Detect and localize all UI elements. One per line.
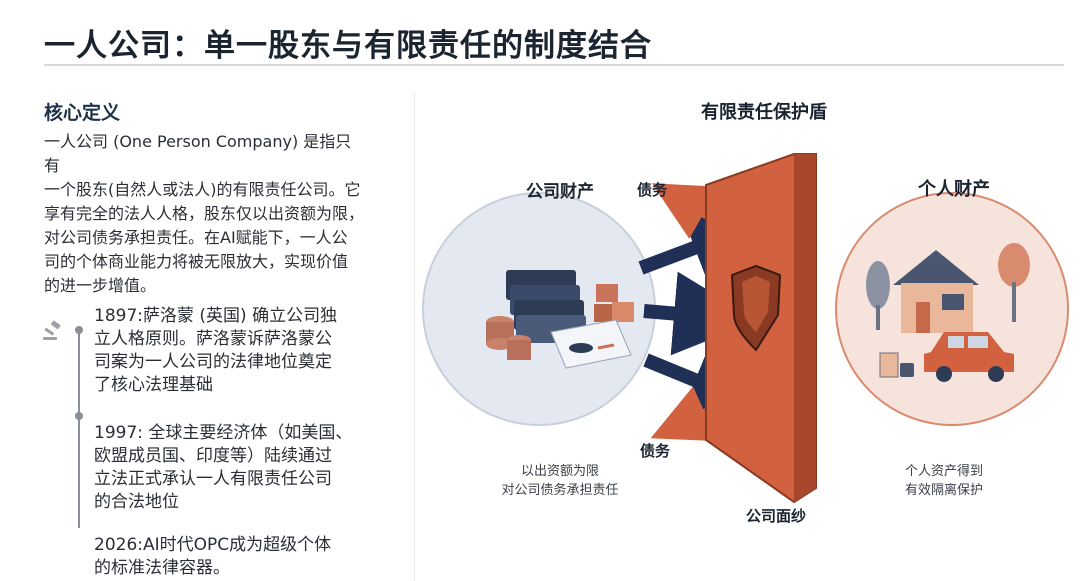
caption-right: 个人资产得到 有效隔离保护 [892,462,996,500]
title-rule [44,64,1064,66]
shield-title: 有限责任保护盾 [701,98,827,124]
definition-line: 享有完全的法人人格，股东仅以出资额为限， [44,202,389,226]
timeline-line-text: 的合法地位 [94,491,384,514]
timeline-line-text: 立法正式承认一人有限责任公司 [94,468,384,491]
debt-label-top: 债务 [637,179,667,200]
timeline-item-2026: 2026:AI时代OPC成为超级个体 的标准法律容器。 [94,534,384,580]
definition-line: 的进一步增值。 [44,274,389,298]
timeline-dot [75,326,83,334]
timeline-line-text: 欧盟成员国、印度等）陆续通过 [94,445,384,468]
caption-right-line: 有效隔离保护 [892,481,996,500]
timeline-line-text: 了核心法理基础 [94,374,384,397]
timeline-dot [75,412,83,420]
caption-left: 以出资额为限 对公司债务承担责任 [500,462,620,500]
caption-left-line: 对公司债务承担责任 [500,481,620,500]
gavel-icon [42,320,64,342]
timeline-line-text: 2026:AI时代OPC成为超级个体 [94,534,384,557]
definition-heading: 核心定义 [44,98,120,125]
definition-line: 司的个体商业能力将被无限放大，实现价值 [44,250,389,274]
column-divider [414,92,415,581]
debt-label-bottom: 债务 [640,440,670,461]
definition-line: 对公司债务承担责任。在AI赋能下，一人公 [44,226,389,250]
timeline-line-text: 立人格原则。萨洛蒙诉萨洛蒙公 [94,328,384,351]
page-title: 一人公司：单一股东与有限责任的制度结合 [44,20,652,65]
definition-line: 有 [44,154,389,178]
veil-label: 公司面纱 [746,505,806,526]
timeline-line-text: 司案为一人公司的法律地位奠定 [94,351,384,374]
timeline-line [78,328,80,528]
timeline-line-text: 1897:萨洛蒙 (英国) 确立公司独 [94,305,384,328]
company-assets-label: 公司财产 [526,177,594,202]
timeline-line-text: 的标准法律容器。 [94,557,384,580]
liability-wall-side [794,154,816,502]
definition-line: 一人公司 (One Person Company) 是指只 [44,130,389,154]
timeline-item-1897: 1897:萨洛蒙 (英国) 确立公司独 立人格原则。萨洛蒙诉萨洛蒙公 司案为一人… [94,305,384,397]
definition-paragraph: 一人公司 (One Person Company) 是指只 有 一个股东(自然人… [44,130,389,298]
personal-assets-label: 个人财产 [918,175,990,201]
caption-right-line: 个人资产得到 [892,462,996,481]
caption-left-line: 以出资额为限 [500,462,620,481]
timeline-line-text: 1997: 全球主要经济体（如美国、 [94,422,384,445]
definition-line: 一个股东(自然人或法人)的有限责任公司。它 [44,178,389,202]
timeline-item-1997: 1997: 全球主要经济体（如美国、 欧盟成员国、印度等）陆续通过 立法正式承认… [94,422,384,514]
